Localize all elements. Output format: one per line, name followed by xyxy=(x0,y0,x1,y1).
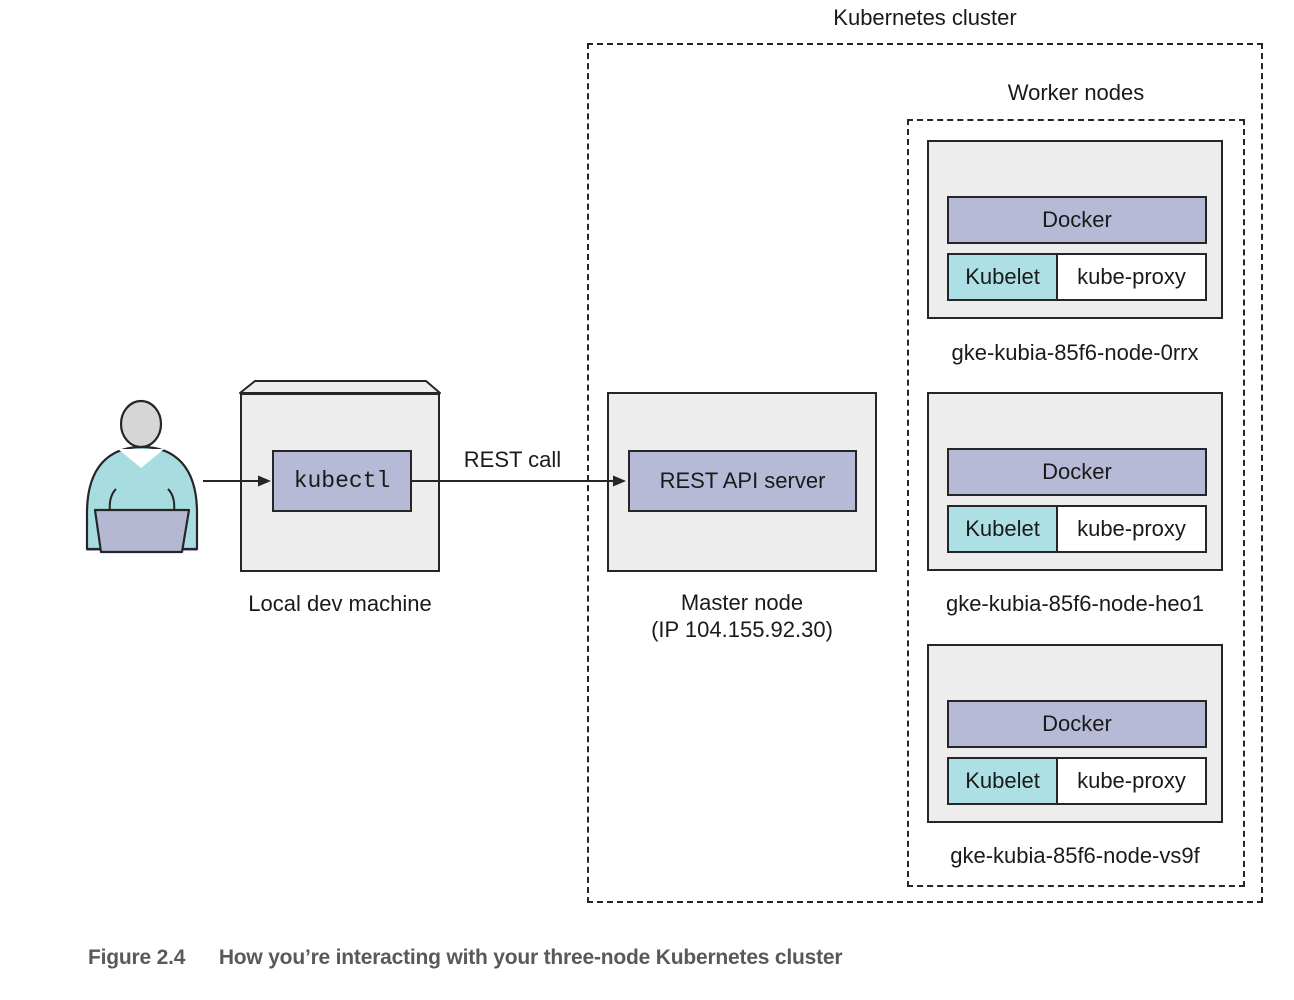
docker-box: Docker xyxy=(947,196,1207,244)
kubelet-box: Kubelet xyxy=(947,757,1058,805)
machine-top-face xyxy=(239,380,441,394)
worker-nodes-title: Worker nodes xyxy=(1007,80,1145,105)
kubelet-box: Kubelet xyxy=(947,253,1058,301)
user-collar xyxy=(118,449,164,468)
master-node-ip: (IP 104.155.92.30) xyxy=(651,617,833,642)
worker-node-vs9f: Docker Kubelet kube-proxy xyxy=(927,644,1223,823)
local-dev-machine-label: Local dev machine xyxy=(248,591,432,616)
kubelet-box: Kubelet xyxy=(947,505,1058,553)
worker-node-name: gke-kubia-85f6-node-0rrx xyxy=(951,340,1199,365)
worker-node-name: gke-kubia-85f6-node-vs9f xyxy=(950,843,1200,868)
master-node-label: Master node xyxy=(680,590,804,615)
kube-proxy-box: kube-proxy xyxy=(1056,253,1207,301)
node-components-row: Kubelet kube-proxy xyxy=(947,505,1207,553)
node-components-row: Kubelet kube-proxy xyxy=(947,253,1207,301)
user-figure xyxy=(85,399,199,554)
rest-api-server-box: REST API server xyxy=(628,450,857,512)
kubectl-box: kubectl xyxy=(272,450,412,512)
kubernetes-cluster-boundary xyxy=(587,43,1263,903)
worker-node-0rrx: Docker Kubelet kube-proxy xyxy=(927,140,1223,319)
figure-caption-number: Figure 2.4 xyxy=(88,946,186,969)
laptop-icon xyxy=(93,508,191,554)
kube-proxy-box: kube-proxy xyxy=(1056,505,1207,553)
worker-nodes-boundary xyxy=(907,119,1245,887)
docker-box: Docker xyxy=(947,700,1207,748)
figure-caption-text: How you’re interacting with your three-n… xyxy=(218,946,843,969)
worker-node-name: gke-kubia-85f6-node-heo1 xyxy=(945,591,1205,616)
kubernetes-cluster-title: Kubernetes cluster xyxy=(833,5,1017,30)
master-node-box: REST API server xyxy=(607,392,877,572)
figure-caption: Figure 2.4 How you’re interacting with y… xyxy=(88,946,843,970)
kube-proxy-box: kube-proxy xyxy=(1056,757,1207,805)
worker-node-heo1: Docker Kubelet kube-proxy xyxy=(927,392,1223,571)
node-components-row: Kubelet kube-proxy xyxy=(947,757,1207,805)
docker-box: Docker xyxy=(947,448,1207,496)
rest-call-label: REST call xyxy=(463,447,562,472)
user-head xyxy=(119,399,163,449)
